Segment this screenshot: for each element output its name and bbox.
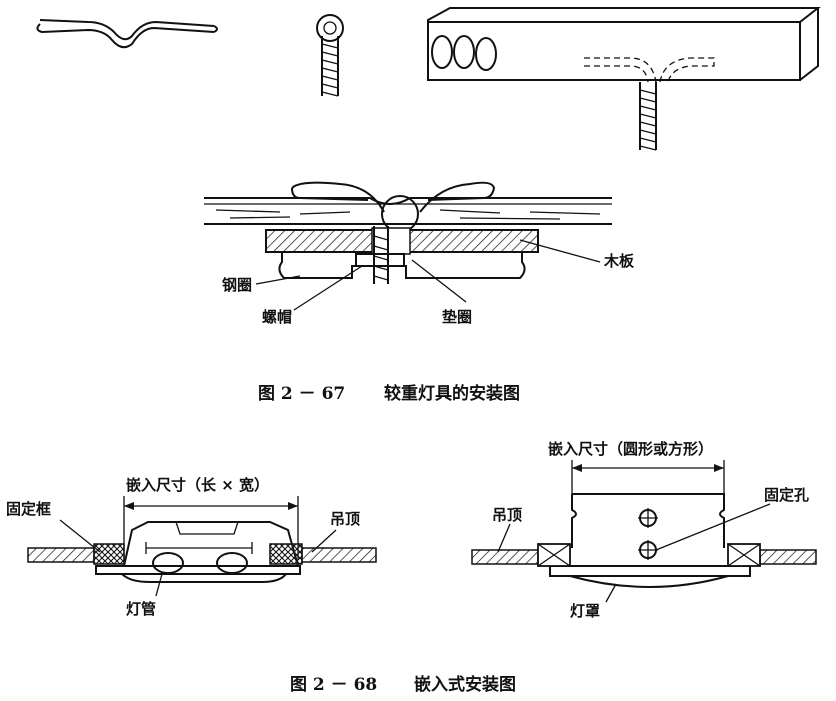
caption-fig68-number: 图 2 － 68 (290, 675, 377, 695)
label-left-ceiling: 吊顶 (330, 510, 360, 528)
label-steel-ring: 钢圈 (222, 276, 252, 294)
right-dimension-line (571, 460, 725, 494)
bolt-section (355, 226, 405, 284)
leader-lines-fig68-left (59, 519, 337, 597)
leader-lines-fig67 (255, 239, 601, 311)
caption-fig67-number: 图 2 － 67 (258, 384, 345, 404)
wood-board-section (265, 227, 539, 255)
label-wood-board: 木板 (603, 252, 635, 270)
leader-lines-fig68-right (497, 503, 771, 603)
label-washer: 垫圈 (442, 308, 472, 326)
label-right-ceiling: 吊顶 (492, 506, 522, 524)
label-fixing-frame: 固定框 (6, 500, 51, 518)
left-recessed-fixture (95, 521, 301, 583)
caption-fig67-title: 较重灯具的安装图 (384, 383, 520, 404)
ceiling-slab-section (204, 197, 612, 225)
hollow-slab-sketch (427, 7, 821, 151)
left-ceiling (27, 543, 377, 565)
label-lamp-shade: 灯罩 (570, 602, 600, 620)
caption-fig68-title: 嵌入式安装图 (414, 674, 516, 695)
label-nut: 螺帽 (262, 308, 292, 326)
right-ceiling (471, 543, 817, 567)
label-fixing-hole: 固定孔 (764, 486, 809, 504)
label-right-dimension: 嵌入尺寸（圆形或方形） (548, 440, 713, 458)
bent-rod-sketch (36, 19, 218, 49)
label-lamp-tube: 灯管 (126, 600, 156, 618)
label-left-dimension: 嵌入尺寸（长 × 宽） (126, 476, 269, 494)
right-recessed-fixture (549, 493, 751, 588)
hook-bolt-sketch (316, 14, 344, 97)
